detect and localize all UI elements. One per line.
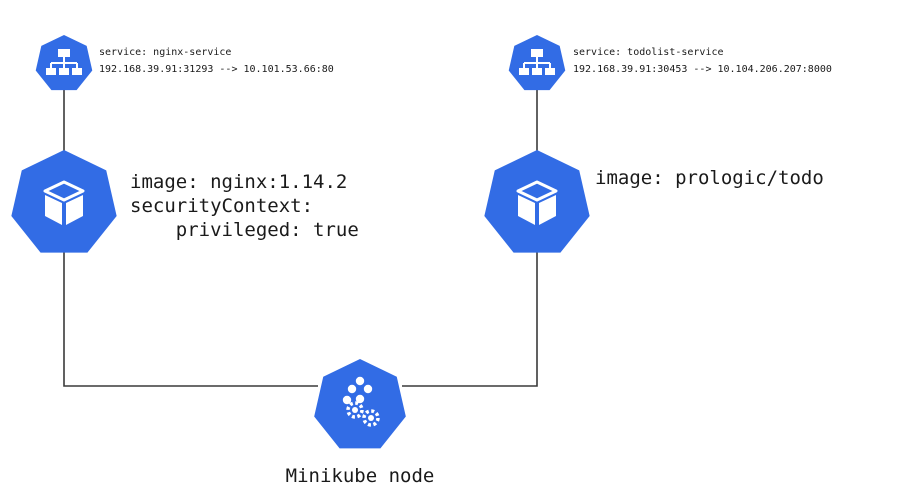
service-network-icon: [508, 35, 566, 91]
nginx-pod-image: image: nginx:1.14.2: [130, 171, 347, 193]
connector-nginx-pod-to-node: [63, 250, 318, 387]
minikube-node-label: Minikube node: [286, 465, 435, 487]
nginx-service-address: 192.168.39.91:31293 --> 10.101.53.66:80: [99, 64, 334, 75]
todo-pod-image: image: prologic/todo: [595, 167, 824, 189]
nginx-pod-privileged: privileged: true: [130, 219, 359, 241]
nginx-service-name: service: nginx-service: [99, 47, 231, 58]
pod-cube-icon: [484, 150, 590, 253]
todolist-service-node: service: todolist-service 192.168.39.91:…: [508, 35, 832, 91]
pod-cube-icon: [11, 150, 117, 253]
node-gears-icon: [314, 359, 406, 449]
connector-todo-pod-to-node: [402, 250, 538, 387]
todolist-service-name: service: todolist-service: [573, 47, 724, 58]
minikube-node: Minikube node: [286, 359, 435, 487]
nginx-pod-node: image: nginx:1.14.2 securityContext: pri…: [11, 150, 359, 253]
nginx-service-node: service: nginx-service 192.168.39.91:312…: [35, 35, 334, 91]
service-network-icon: [35, 35, 93, 91]
nginx-pod-security-context: securityContext:: [130, 195, 313, 217]
todolist-service-address: 192.168.39.91:30453 --> 10.104.206.207:8…: [573, 64, 832, 75]
todo-pod-node: image: prologic/todo: [484, 150, 824, 253]
